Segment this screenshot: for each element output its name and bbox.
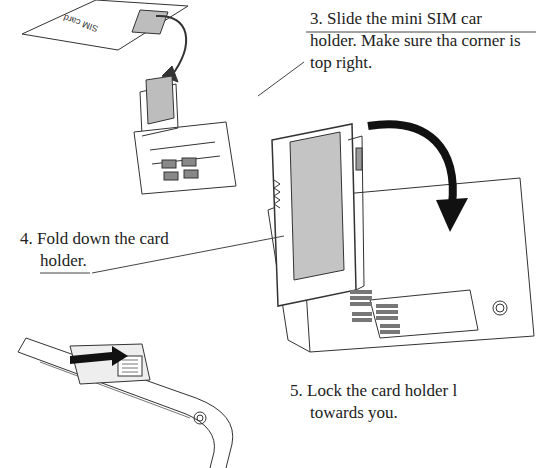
step-text: 4. Fold down the card holder. <box>20 228 188 272</box>
lock-arrow <box>70 346 128 366</box>
phone-corner <box>18 338 233 468</box>
mini-sim <box>132 10 168 34</box>
leader-line <box>258 62 304 96</box>
underline <box>40 273 90 274</box>
fold-arrow <box>368 124 453 205</box>
step-text: 3. Slide the mini SIM car holder. Make s… <box>310 8 532 74</box>
small-card-holder <box>134 76 236 194</box>
large-card-holder <box>268 124 534 352</box>
step-text: 5. Lock the card holder l towards you. <box>290 380 508 424</box>
fold-arrowhead <box>436 198 468 232</box>
sim-card <box>22 0 188 50</box>
